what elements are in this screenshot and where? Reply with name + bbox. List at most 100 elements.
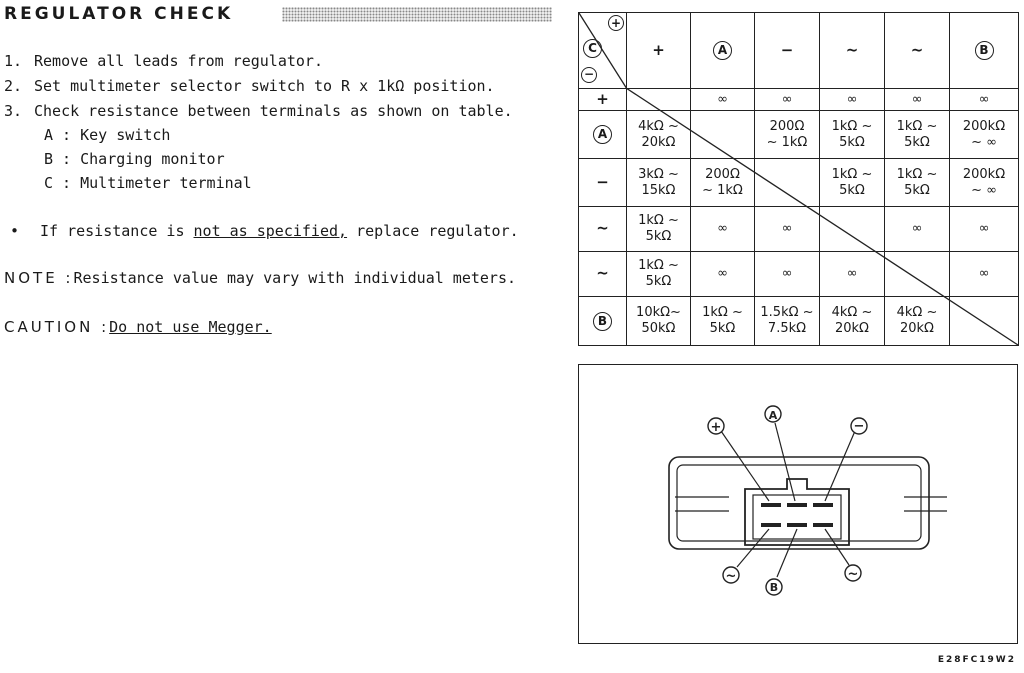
table-row: ~1kΩ ~ 5kΩ∞∞∞∞ — [578, 251, 1019, 297]
header-terminal-label: ~ — [910, 40, 924, 59]
resistance-cell: 3kΩ ~ 15kΩ — [626, 158, 691, 207]
step-text: Remove all leads from regulator. — [34, 52, 323, 70]
row-terminal-label: + — [596, 89, 609, 108]
resistance-cell: 4kΩ ~ 20kΩ — [626, 110, 691, 159]
terminal-c-desc: C : Multimeter terminal — [44, 174, 252, 192]
row-label-cell: − — [578, 158, 627, 207]
header-terminal-label: − — [780, 40, 794, 59]
step-number: 1. — [4, 52, 23, 70]
resistance-cell: 1kΩ ~ 5kΩ — [626, 206, 691, 252]
resistance-cell: 1kΩ ~ 5kΩ — [819, 158, 885, 207]
table-row: ~1kΩ ~ 5kΩ∞∞∞∞ — [578, 206, 1019, 252]
step-text: Set multimeter selector switch to R x 1k… — [34, 77, 495, 95]
row-terminal-label: ~ — [596, 264, 609, 282]
resistance-cell: ∞ — [690, 251, 755, 297]
header-terminal-label: ~ — [845, 40, 859, 59]
row-label-cell: ~ — [578, 206, 627, 252]
resistance-cell: ∞ — [949, 88, 1019, 111]
resistance-cell: 200kΩ ~ ∞ — [949, 158, 1019, 207]
resistance-cell: 10kΩ~ 50kΩ — [626, 296, 691, 346]
row-terminal-label: ~ — [596, 219, 609, 237]
figure-code: E28FC19W2 — [937, 655, 1016, 665]
row-terminal-label: A — [593, 125, 612, 144]
title-dotted-bar — [282, 7, 552, 22]
caution-label: CAUTION : — [4, 318, 110, 336]
step-number: 2. — [4, 77, 23, 95]
resistance-cell: ∞ — [754, 88, 820, 111]
note-text: Resistance value may vary with individua… — [73, 269, 517, 287]
table-header-cell: − — [754, 12, 820, 89]
row-label-cell: B — [578, 296, 627, 346]
bullet-text-a: If resistance is — [40, 222, 185, 240]
table-row: +∞∞∞∞∞ — [578, 88, 1019, 111]
bullet-symbol: • — [10, 222, 20, 240]
resistance-cell — [949, 296, 1019, 346]
resistance-cell — [754, 158, 820, 207]
table-header-row: + C − + A − ~ ~ B — [578, 12, 1019, 89]
caution-text: Do not use Megger. — [109, 318, 272, 336]
bullet-text-b: replace regulator. — [356, 222, 519, 240]
header-terminal-label: + — [652, 40, 665, 59]
connector-b-label: B — [770, 581, 778, 594]
resistance-cell — [690, 110, 755, 159]
row-label-cell: + — [578, 88, 627, 111]
row-label-cell: ~ — [578, 251, 627, 297]
terminal-b-desc: B : Charging monitor — [44, 150, 225, 168]
resistance-cell: 200Ω ~ 1kΩ — [754, 110, 820, 159]
table-header-cell: + — [626, 12, 691, 89]
bullet-instruction: • If resistance is not as specified, repl… — [10, 222, 519, 240]
resistance-cell: 200Ω ~ 1kΩ — [690, 158, 755, 207]
resistance-cell: ∞ — [949, 251, 1019, 297]
resistance-cell: 200kΩ ~ ∞ — [949, 110, 1019, 159]
resistance-cell: ∞ — [819, 251, 885, 297]
resistance-cell: 1kΩ ~ 5kΩ — [626, 251, 691, 297]
row-terminal-label: − — [596, 172, 609, 191]
bullet-text-underlined: not as specified, — [193, 222, 348, 240]
connector-drawing: + A − ~ B ~ — [668, 405, 947, 596]
table-corner-cell: + C − — [578, 12, 627, 89]
resistance-cell: ∞ — [754, 206, 820, 252]
resistance-cell: ∞ — [884, 206, 950, 252]
corner-minus-icon: − — [581, 67, 597, 83]
resistance-cell: 1kΩ ~ 5kΩ — [884, 158, 950, 207]
resistance-cell: 1kΩ ~ 5kΩ — [690, 296, 755, 346]
resistance-cell: ∞ — [884, 88, 950, 111]
resistance-cell: 1kΩ ~ 5kΩ — [819, 110, 885, 159]
note: NOTE :Resistance value may vary with ind… — [4, 269, 516, 287]
resistance-cell: ∞ — [754, 251, 820, 297]
resistance-cell: 4kΩ ~ 20kΩ — [884, 296, 950, 346]
step-1: 1. Remove all leads from regulator. — [4, 52, 323, 70]
table-header-cell: A — [690, 12, 755, 89]
resistance-cell: ∞ — [690, 88, 755, 111]
connector-plus-label: + — [711, 420, 722, 435]
table-header-cell: ~ — [884, 12, 950, 89]
connector-diagram: + A − ~ B ~ — [578, 364, 1018, 644]
row-label-cell: A — [578, 110, 627, 159]
resistance-cell — [819, 206, 885, 252]
step-3: 3. Check resistance between terminals as … — [4, 102, 513, 120]
row-terminal-label: B — [593, 311, 612, 331]
resistance-cell: 4kΩ ~ 20kΩ — [819, 296, 885, 346]
connector-minus-label: − — [854, 419, 865, 434]
connector-ac2-label: ~ — [848, 567, 859, 582]
step-text: Check resistance between terminals as sh… — [34, 102, 513, 120]
header-terminal-label: A — [713, 41, 732, 60]
terminal-a-desc: A : Key switch — [44, 126, 171, 144]
resistance-cell — [626, 88, 691, 111]
step-number: 3. — [4, 102, 23, 120]
corner-c-icon: C — [583, 39, 602, 58]
table-header-cell: B — [949, 12, 1019, 89]
corner-plus-icon: + — [608, 15, 624, 31]
resistance-cell: 1kΩ ~ 5kΩ — [884, 110, 950, 159]
resistance-cell: ∞ — [949, 206, 1019, 252]
header-terminal-label: B — [974, 41, 994, 60]
step-2: 2. Set multimeter selector switch to R x … — [4, 77, 495, 95]
connector-a-label: A — [769, 409, 778, 422]
resistance-cell: ∞ — [690, 206, 755, 252]
resistance-cell: 1.5kΩ ~ 7.5kΩ — [754, 296, 820, 346]
resistance-cell: ∞ — [819, 88, 885, 111]
page-title: REGULATOR CHECK — [4, 4, 234, 24]
